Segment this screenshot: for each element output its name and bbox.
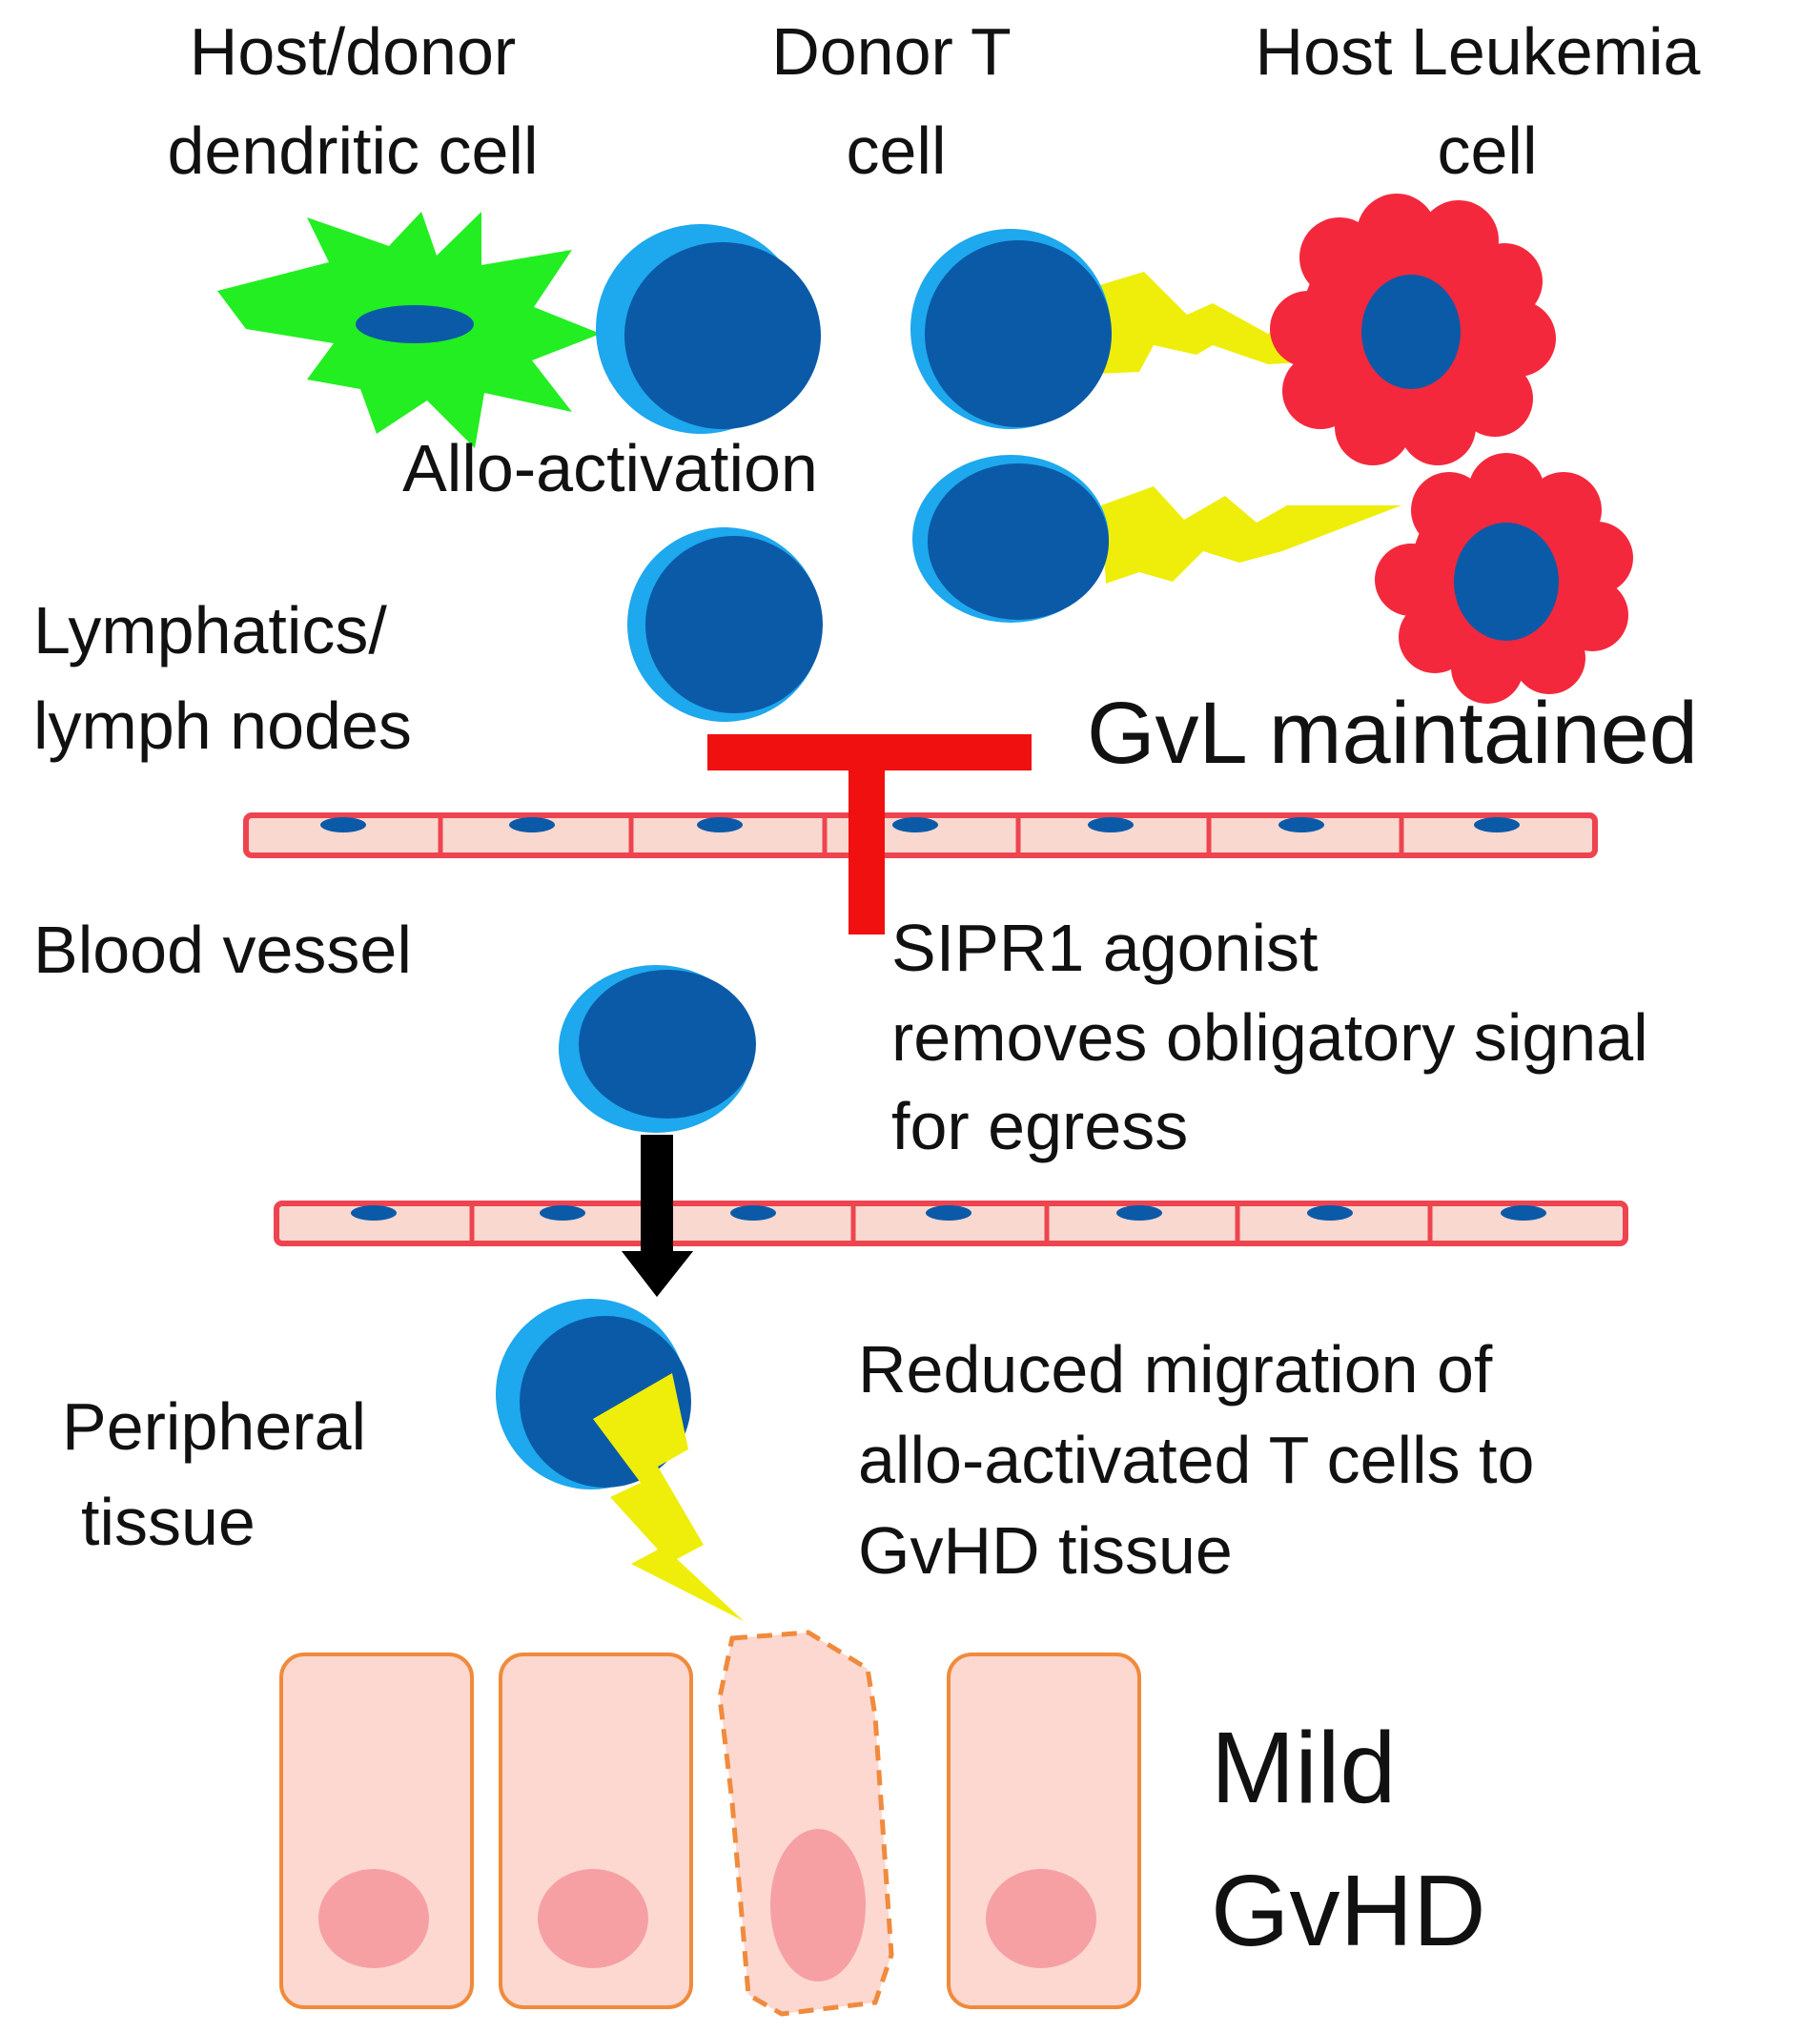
lightning-bolt-icon (593, 1373, 744, 1621)
t-cell-icon (910, 229, 1112, 429)
blood-vessel-label: Blood vessel (33, 913, 412, 987)
reduced-migration-label-line1: Reduced migration of (858, 1332, 1493, 1407)
lymphatics-label-line1: Lymphatics/ (33, 593, 387, 667)
donor-t-cell-label-line2: cell (846, 113, 946, 188)
s1pr1-agonist-label-line3: for egress (891, 1089, 1188, 1163)
mild-gvhd-label-line2: GvHD (1211, 1855, 1486, 1967)
reduced-migration-label-line2: allo-activated T cells to (858, 1423, 1534, 1497)
peripheral-tissue-label-line1: Peripheral (62, 1389, 366, 1464)
blood-vessel-wall-upper (243, 812, 1598, 858)
donor-t-cell-label-line1: Donor T (771, 14, 1012, 89)
inhibition-t-bar-stem (849, 801, 885, 934)
tissue-cell (499, 1653, 693, 2009)
dendritic-cell-label-line2: dendritic cell (167, 113, 538, 188)
peripheral-tissue-label-line2: tissue (81, 1485, 256, 1559)
dendritic-cell-icon (217, 212, 601, 448)
allo-activation-label: Allo-activation (402, 431, 818, 505)
s1pr1-agonist-label-line2: removes obligatory signal (891, 1000, 1648, 1075)
dendritic-cell-label-line1: Host/donor (190, 14, 516, 89)
damaged-tissue-cell (717, 1630, 894, 2017)
leukemia-cell-icon (1270, 194, 1556, 465)
leukemia-cell-label-line1: Host Leukemia (1256, 14, 1701, 89)
tissue-cell (279, 1653, 474, 2009)
lymphatics-label-line2: lymph nodes (33, 688, 412, 763)
gvl-maintained-label: GvL maintained (1087, 685, 1698, 782)
mild-gvhd-label-line1: Mild (1211, 1712, 1396, 1824)
down-arrow-head (622, 1251, 693, 1297)
down-arrow-shaft (641, 1135, 673, 1254)
tissue-cell (947, 1653, 1141, 2009)
t-cell-icon (596, 224, 821, 434)
t-cell-icon (912, 455, 1109, 623)
reduced-migration-label-line3: GvHD tissue (858, 1513, 1233, 1588)
t-cell-icon (559, 965, 756, 1133)
s1pr1-agonist-label-line1: SIPR1 agonist (891, 911, 1318, 985)
t-cell-icon (627, 527, 823, 722)
leukemia-cell-label-line2: cell (1437, 113, 1537, 188)
lightning-bolt-icon (1101, 486, 1401, 584)
leukemia-cell-icon (1375, 453, 1633, 704)
blood-vessel-wall-lower (274, 1201, 1628, 1246)
